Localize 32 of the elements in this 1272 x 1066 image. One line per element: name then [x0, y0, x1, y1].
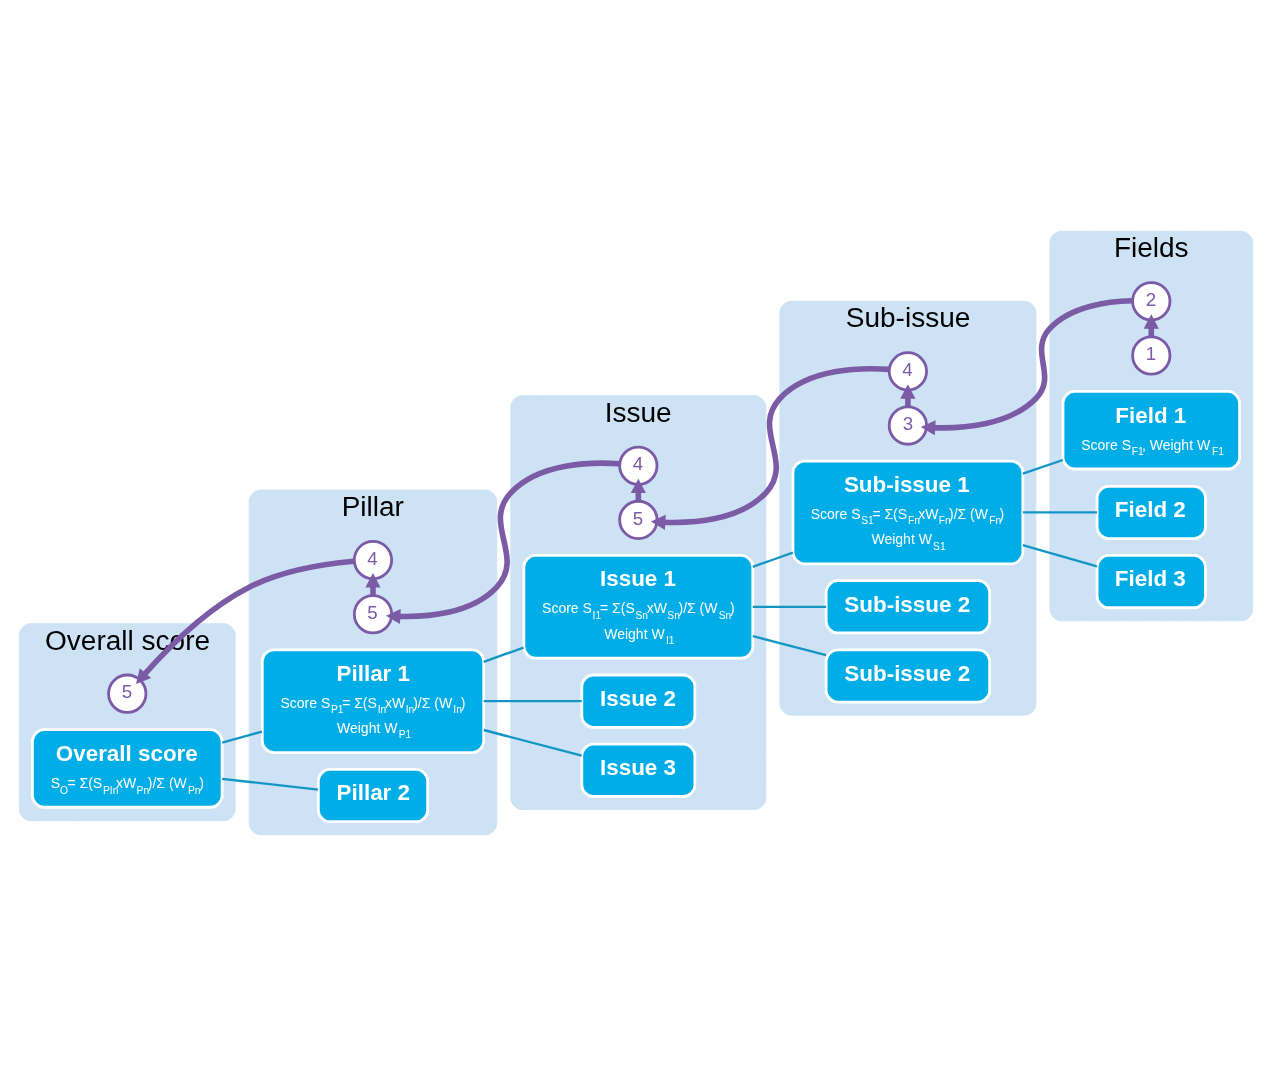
arrow [385, 460, 620, 625]
node-box: Pillar 2 [316, 768, 430, 824]
node-circle: 4 [352, 540, 394, 581]
node-circle: 2 [1131, 281, 1172, 322]
connector [1022, 458, 1064, 475]
node-circle: 5 [618, 499, 659, 540]
connector [483, 700, 582, 703]
node-box: Issue 1 Score S$_{I1}$= Σ(S$_{Sn}$xW$_{Sn}$)/Σ (W$_{Sn}$) Weight W$_{I1}$ [522, 554, 755, 660]
node-box: Sub-issue 2 [824, 648, 992, 704]
connector [752, 605, 827, 608]
arrow [650, 366, 890, 530]
arrow [136, 558, 355, 684]
node-box: Issue 2 [580, 673, 697, 729]
node-box: Issue 3 [580, 742, 697, 798]
connector [222, 777, 319, 791]
node-circle: 1 [1131, 335, 1172, 376]
node-circle: 4 [887, 351, 928, 392]
node-box: Field 1 Score S$_{F1}$, Weight W$_{F1}$ [1061, 390, 1241, 471]
node-box: Sub-issue 1 Score S$_{S1}$= Σ(S$_{Fn}$xW$_{Fn}$)/Σ (W$_{Fn}$) Weight W$_{S1}$ [791, 459, 1025, 566]
arrow [920, 298, 1133, 436]
node-box: Sub-issue 2 [824, 579, 992, 635]
node-circle: 5 [107, 673, 148, 714]
node-circle: 5 [352, 594, 394, 635]
node-box: Field 3 [1095, 554, 1207, 610]
node-circle: 4 [618, 445, 659, 486]
connector [752, 551, 794, 568]
connector [1022, 511, 1097, 514]
node-box: Pillar 1 Score S$_{P1}$= Σ(S$_{In}$xW$_{In}$)/Σ (W$_{In}$) Weight W$_{P1}$ [260, 648, 486, 754]
connector [483, 646, 524, 663]
node-circle: 3 [887, 405, 928, 446]
node-box: Field 2 [1095, 484, 1207, 540]
node-box: Overall score S$_{O}$= Σ(S$_{PIn}$xW$_{Pn}$)/Σ (W$_{Pn}$) [31, 728, 224, 809]
